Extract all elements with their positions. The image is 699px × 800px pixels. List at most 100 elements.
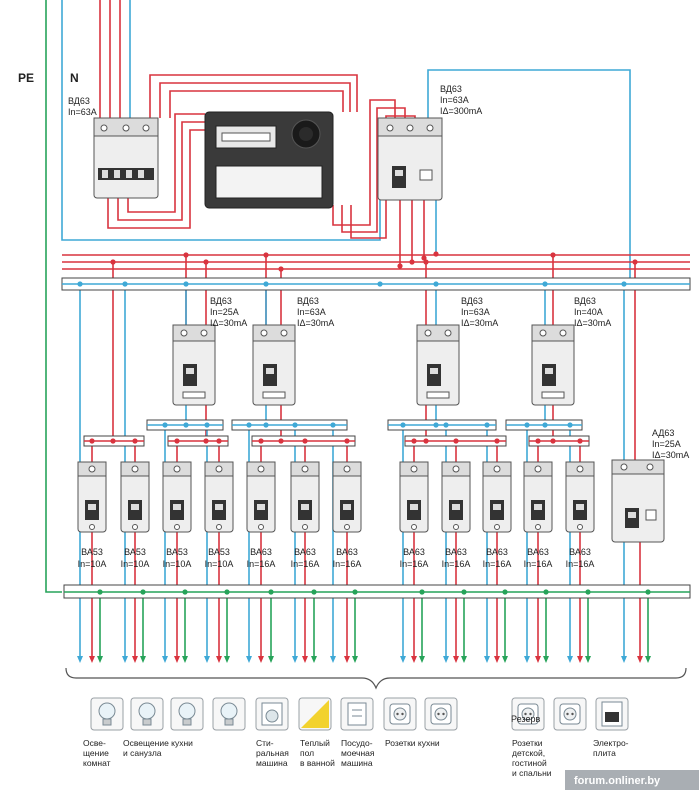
wire-arrowheads bbox=[77, 656, 651, 663]
junction-dot bbox=[411, 438, 417, 444]
junction-dot bbox=[550, 252, 556, 258]
junction-dot bbox=[258, 438, 264, 444]
main-switch[interactable] bbox=[93, 117, 159, 199]
main-rcd[interactable] bbox=[377, 117, 443, 201]
breaker-5[interactable] bbox=[246, 461, 276, 533]
junction-dot bbox=[433, 422, 439, 428]
junction-dot bbox=[263, 422, 269, 428]
reserve-label: Резерв bbox=[511, 714, 540, 724]
socket-icon bbox=[383, 697, 417, 731]
consumer-6-caption: Теплый bbox=[300, 738, 330, 748]
breaker-5-name: ВА63 bbox=[250, 547, 272, 557]
rcd-2[interactable] bbox=[252, 324, 296, 406]
breaker-9[interactable] bbox=[441, 461, 471, 533]
rcd-4-name: ВД63 bbox=[574, 296, 596, 306]
junction-dot bbox=[542, 422, 548, 428]
rcd-4[interactable] bbox=[531, 324, 575, 406]
breaker-11-name: ВА63 bbox=[527, 547, 549, 557]
breaker-7[interactable] bbox=[332, 461, 362, 533]
wire-arrow bbox=[637, 656, 643, 663]
rcd-4-rating: In=40A bbox=[574, 307, 603, 317]
main-switch-name: ВД63 bbox=[68, 96, 90, 106]
consumer-5-caption: Сти- bbox=[256, 738, 274, 748]
breaker-4[interactable] bbox=[204, 461, 234, 533]
junction-dot bbox=[494, 438, 500, 444]
breaker-10[interactable] bbox=[482, 461, 512, 533]
junction-dot bbox=[377, 281, 383, 287]
stove-icon bbox=[595, 697, 629, 731]
socket-icon bbox=[553, 697, 587, 731]
wire-arrow bbox=[174, 656, 180, 663]
wire-arrow bbox=[585, 656, 591, 663]
rcd-3-name: ВД63 bbox=[461, 296, 483, 306]
pe-label: PE bbox=[18, 71, 34, 85]
junction-dot bbox=[502, 589, 508, 595]
consumer-4 bbox=[212, 697, 246, 731]
junction-dot bbox=[550, 438, 556, 444]
wire-arrow bbox=[182, 656, 188, 663]
junction-dot bbox=[577, 438, 583, 444]
rcd-3[interactable] bbox=[416, 324, 460, 406]
consumer-9 bbox=[424, 697, 458, 731]
main-rcd-leak: IΔ=300mA bbox=[440, 106, 482, 116]
rcbo-device[interactable] bbox=[611, 459, 665, 543]
junction-dot bbox=[400, 422, 406, 428]
breaker-2[interactable] bbox=[120, 461, 150, 533]
junction-dots bbox=[77, 251, 651, 595]
breaker-11[interactable] bbox=[523, 461, 553, 533]
breaker-4-name: ВА53 bbox=[208, 547, 230, 557]
main-rcd-name: ВД63 bbox=[440, 84, 462, 94]
breaker-3[interactable] bbox=[162, 461, 192, 533]
junction-dot bbox=[110, 259, 116, 265]
junction-dot bbox=[409, 259, 415, 265]
watermark: forum.onliner.by bbox=[574, 775, 661, 787]
consumer-2-caption: Освещение кухни bbox=[123, 738, 193, 748]
junction-dot bbox=[224, 589, 230, 595]
breaker-8-rating: In=16A bbox=[400, 559, 429, 569]
junction-dot bbox=[433, 281, 439, 287]
breaker-12[interactable] bbox=[565, 461, 595, 533]
consumer-7-caption: Посудо- bbox=[341, 738, 373, 748]
junction-dot bbox=[204, 422, 210, 428]
breaker-8[interactable] bbox=[399, 461, 429, 533]
consumer-3 bbox=[170, 697, 204, 731]
dishwasher-icon bbox=[340, 697, 374, 731]
wire-arrow bbox=[330, 656, 336, 663]
rcd-group bbox=[172, 324, 575, 406]
heated-floor-icon bbox=[298, 697, 332, 731]
junction-dot bbox=[110, 438, 116, 444]
rcd-2-leak: IΔ=30mA bbox=[297, 318, 334, 328]
rcd-1[interactable] bbox=[172, 324, 216, 406]
breaker-6[interactable] bbox=[290, 461, 320, 533]
wire-arrow bbox=[246, 656, 252, 663]
consumer-1-caption: щение bbox=[83, 748, 109, 758]
breaker-10-name: ВА63 bbox=[486, 547, 508, 557]
junction-dot bbox=[174, 438, 180, 444]
consumer-1-caption: Осве- bbox=[83, 738, 106, 748]
wire-arrow bbox=[621, 656, 627, 663]
breaker-3-name: ВА53 bbox=[166, 547, 188, 557]
breaker-12-rating: In=16A bbox=[566, 559, 595, 569]
breaker-7-rating: In=16A bbox=[333, 559, 362, 569]
rcd-1-leak: IΔ=30mA bbox=[210, 318, 247, 328]
electricity-meter bbox=[204, 111, 334, 209]
breaker-1[interactable] bbox=[77, 461, 107, 533]
junction-dot bbox=[162, 422, 168, 428]
wire-arrow bbox=[484, 656, 490, 663]
rcd-4-leak: IΔ=30mA bbox=[574, 318, 611, 328]
junction-dot bbox=[246, 422, 252, 428]
junction-dot bbox=[263, 281, 269, 287]
junction-dot bbox=[97, 589, 103, 595]
breaker-11-rating: In=16A bbox=[524, 559, 553, 569]
breaker-labels: ВА53In=10AВА53In=10AВА53In=10AВА53In=10A… bbox=[78, 547, 595, 569]
socket-icon bbox=[511, 697, 545, 731]
n-label: N bbox=[70, 71, 79, 85]
junction-dot bbox=[419, 589, 425, 595]
junction-dot bbox=[203, 438, 209, 444]
junction-dot bbox=[311, 589, 317, 595]
washing-machine-icon bbox=[255, 697, 289, 731]
